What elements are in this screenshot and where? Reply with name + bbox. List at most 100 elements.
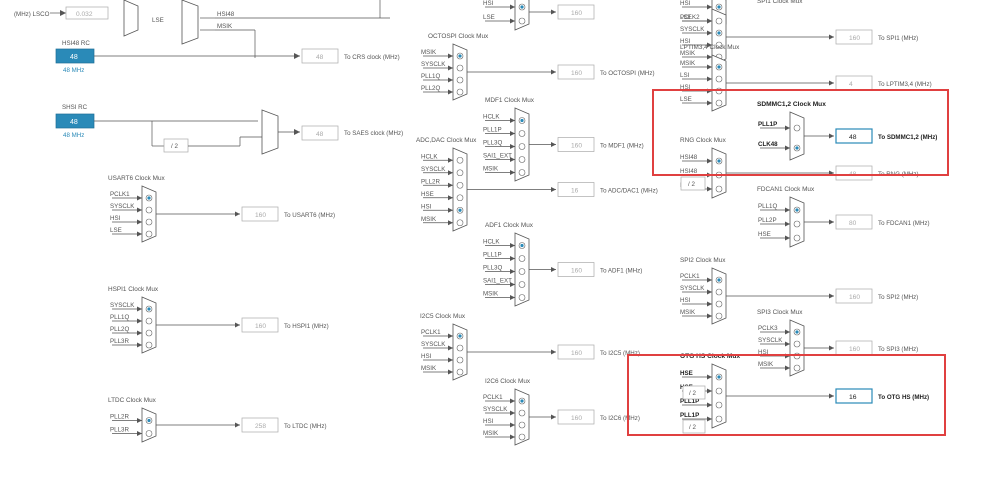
saes-div-box[interactable]	[163, 138, 189, 153]
adf1-radio[interactable]	[518, 255, 526, 262]
usart6-radio[interactable]	[145, 206, 153, 214]
hspi1-radio[interactable]	[145, 329, 153, 337]
otg-div1-box[interactable]	[682, 385, 706, 400]
otg-radio[interactable]	[715, 387, 723, 395]
i2c5-value-box[interactable]	[557, 344, 595, 360]
hsi_top-value-box[interactable]	[557, 4, 595, 20]
fdcan1-radio[interactable]	[793, 234, 801, 242]
octospi-clock-mux-group: OCTOSPI Clock MuxMSIKSYSCLKPLL1QPLL2Q160…	[421, 33, 655, 101]
otg-div2-box[interactable]	[682, 419, 706, 434]
spi2-radio[interactable]	[715, 288, 723, 296]
adf1-radio[interactable]	[518, 294, 526, 301]
lsco-value-box[interactable]	[65, 6, 109, 20]
spi1-mux[interactable]	[711, 8, 727, 66]
otg-mux[interactable]	[711, 363, 727, 429]
usart6-value-box[interactable]	[241, 206, 279, 222]
spi3-radio[interactable]	[793, 364, 801, 372]
lptim34-radio[interactable]	[715, 75, 723, 83]
mdf1-value-box[interactable]	[557, 137, 595, 152]
octospi-value-box[interactable]	[557, 64, 595, 80]
lptim34-mux[interactable]	[711, 54, 727, 112]
spi3-radio[interactable]	[793, 340, 801, 348]
hspi1-value-box[interactable]	[241, 317, 279, 333]
spi2-radio[interactable]	[715, 300, 723, 308]
usart6-mux[interactable]	[141, 185, 157, 243]
adf1-radio[interactable]	[518, 281, 526, 288]
sdmmc-value-box[interactable]	[835, 128, 873, 144]
octospi-mux[interactable]	[452, 43, 468, 101]
sdmmc-radio[interactable]	[793, 124, 801, 132]
usart6-radio[interactable]	[145, 230, 153, 238]
i2c6-radio[interactable]	[518, 433, 526, 441]
spi1-radio[interactable]	[715, 41, 723, 49]
i2c6-value-box[interactable]	[557, 409, 595, 425]
adcdac-radio[interactable]	[456, 194, 464, 202]
mdf1-input-label: PLL3Q	[483, 140, 502, 147]
i2c6-title: I2C6 Clock Mux	[485, 378, 531, 385]
hspi1-radio[interactable]	[145, 317, 153, 325]
saes-mux[interactable]	[261, 109, 279, 155]
i2c6-radio[interactable]	[518, 421, 526, 429]
sdmmc-mux[interactable]	[789, 111, 805, 161]
sdmmc-input-label: CLK48	[758, 141, 778, 148]
mdf1-radio[interactable]	[518, 143, 526, 150]
adf1-value-box[interactable]	[557, 262, 595, 277]
lptim34-value-box[interactable]	[835, 75, 873, 91]
ltdc-value: 258	[255, 423, 266, 430]
ltdc-value-box[interactable]	[241, 417, 279, 433]
spi2-radio[interactable]	[715, 312, 723, 320]
rng-value-box[interactable]	[835, 165, 873, 181]
i2c6-input-label: PCLK1	[483, 394, 503, 401]
saes-value-box[interactable]	[301, 125, 339, 141]
adcdac-radio[interactable]	[456, 156, 464, 164]
ltdc-mux[interactable]	[141, 407, 157, 443]
mdf1-radio[interactable]	[518, 156, 526, 163]
adcdac-mux[interactable]	[452, 147, 468, 232]
i2c5-radio[interactable]	[456, 356, 464, 364]
octospi-radio[interactable]	[456, 88, 464, 96]
adcdac-title: ADC,DAC Clock Mux	[416, 137, 477, 144]
otg-radio[interactable]	[715, 401, 723, 409]
adf1-radio[interactable]	[518, 268, 526, 275]
sdmmc-input-label: PLL1P	[758, 121, 777, 128]
adcdac-radio[interactable]	[456, 169, 464, 177]
adcdac-value-box[interactable]	[557, 182, 595, 197]
octospi-radio[interactable]	[456, 64, 464, 72]
adcdac-radio[interactable]	[456, 219, 464, 227]
otg-value-box[interactable]	[835, 388, 873, 404]
spi3-mux[interactable]	[789, 319, 805, 377]
crs-value-box[interactable]	[301, 48, 339, 64]
top-mux-2[interactable]	[181, 0, 199, 45]
usart6-radio[interactable]	[145, 218, 153, 226]
saes-label: To SAES clock (MHz)	[344, 130, 403, 137]
hsi_top-mux[interactable]	[514, 0, 530, 31]
spi1-value-box[interactable]	[835, 29, 873, 45]
spi2-mux[interactable]	[711, 267, 727, 325]
hspi1-radio[interactable]	[145, 341, 153, 349]
spi2-value-box[interactable]	[835, 288, 873, 304]
i2c5-mux[interactable]	[452, 323, 468, 381]
i2c6-mux[interactable]	[514, 388, 530, 446]
rng-radio[interactable]	[715, 185, 723, 193]
fdcan1-value-box[interactable]	[835, 214, 873, 230]
lptim34-radio[interactable]	[715, 99, 723, 107]
rng-title: RNG Clock Mux	[680, 137, 727, 144]
hspi1-mux[interactable]	[141, 296, 157, 354]
i2c5-radio[interactable]	[456, 368, 464, 376]
adcdac-radio[interactable]	[456, 181, 464, 189]
octospi-radio[interactable]	[456, 76, 464, 84]
spi1-radio[interactable]	[715, 17, 723, 25]
mdf1-radio[interactable]	[518, 169, 526, 176]
i2c5-radio[interactable]	[456, 344, 464, 352]
fdcan1-radio[interactable]	[793, 220, 801, 228]
lsco-mux[interactable]	[123, 0, 139, 37]
rng-div-box[interactable]	[680, 176, 706, 191]
mdf1-radio[interactable]	[518, 130, 526, 137]
hsi_top-radio[interactable]	[518, 17, 526, 25]
i2c6-radio[interactable]	[518, 409, 526, 417]
otg-radio[interactable]	[715, 415, 723, 423]
ltdc-radio[interactable]	[145, 430, 153, 437]
